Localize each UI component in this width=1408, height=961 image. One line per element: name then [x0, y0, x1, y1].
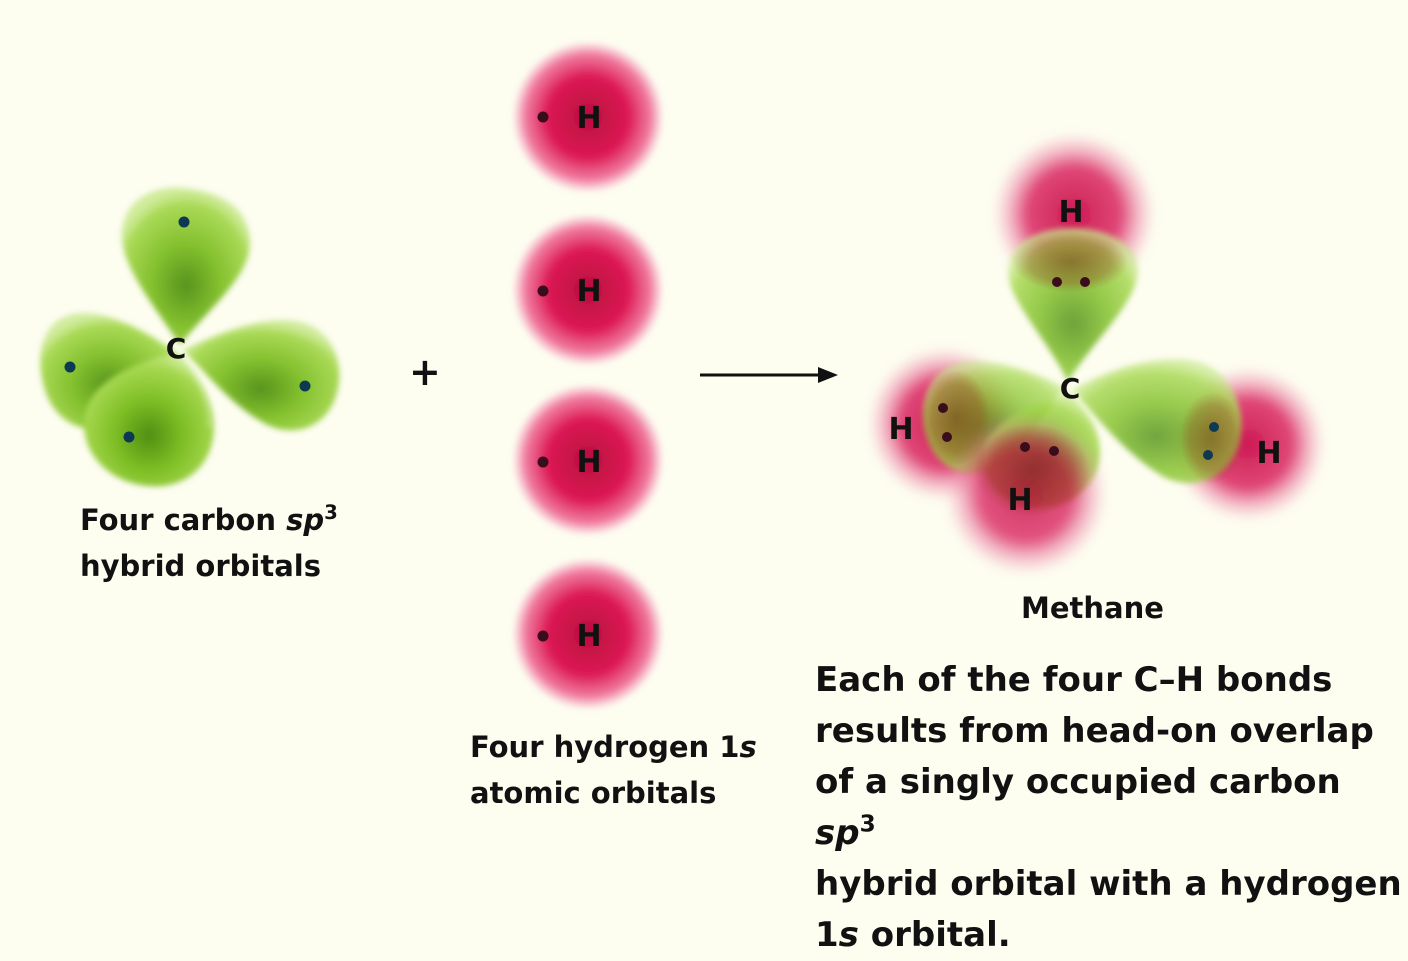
svg-text:H: H — [576, 101, 601, 136]
sp3-lobe-front — [83, 352, 214, 487]
electron-dot — [1209, 422, 1219, 432]
electron-dot — [64, 361, 76, 373]
electron-dot — [537, 285, 549, 297]
carbon-orbitals-caption: Four carbon sp3 hybrid orbitals — [80, 501, 338, 583]
methane-carbon-label: C — [1060, 372, 1081, 405]
carbon-label: C — [166, 332, 187, 365]
electron-dot — [1080, 277, 1090, 287]
carbon-sp3-orbitals: C — [40, 187, 340, 487]
methane-molecule: C H H H H — [871, 136, 1322, 572]
orbital-diagram: C H H H H — [40, 43, 1322, 708]
electron-dot — [123, 431, 135, 443]
electron-dot — [537, 630, 549, 642]
plus-sign: + — [409, 350, 441, 394]
electron-dot — [1049, 446, 1059, 456]
electron-dot — [942, 432, 952, 442]
sp3-lobe-right — [182, 320, 340, 431]
hydrogen-orbitals-caption: Four hydrogen 1s atomic orbitals — [470, 730, 757, 810]
hydrogen-orbital: H — [514, 43, 662, 191]
electron-dot — [938, 403, 948, 413]
electron-dot — [537, 111, 549, 123]
electron-dot — [299, 380, 311, 392]
electron-dot — [537, 456, 549, 468]
methane-h-front-label: H — [1007, 483, 1032, 518]
electron-dot — [1052, 277, 1062, 287]
electron-dot — [1020, 442, 1030, 452]
methane-h-right-label: H — [1256, 436, 1281, 471]
hydrogen-orbital: H — [514, 216, 662, 364]
hydrogen-orbital: H — [514, 560, 662, 708]
svg-text:H: H — [576, 619, 601, 654]
methane-h-left-label: H — [888, 412, 913, 447]
svg-text:H: H — [576, 445, 601, 480]
electron-dot — [1203, 450, 1213, 460]
hydrogen-orbital: H — [514, 386, 662, 534]
hydrogen-1s-orbitals: H H H H — [514, 43, 662, 708]
right-arrow-icon — [700, 367, 838, 383]
sp3-lobe-top — [121, 187, 251, 345]
bond-description: Each of the four C–H bonds results from … — [815, 660, 1402, 955]
methane-h-top-label: H — [1058, 195, 1083, 230]
methane-label: Methane — [1021, 591, 1164, 625]
electron-dot — [178, 216, 190, 228]
svg-text:H: H — [576, 274, 601, 309]
